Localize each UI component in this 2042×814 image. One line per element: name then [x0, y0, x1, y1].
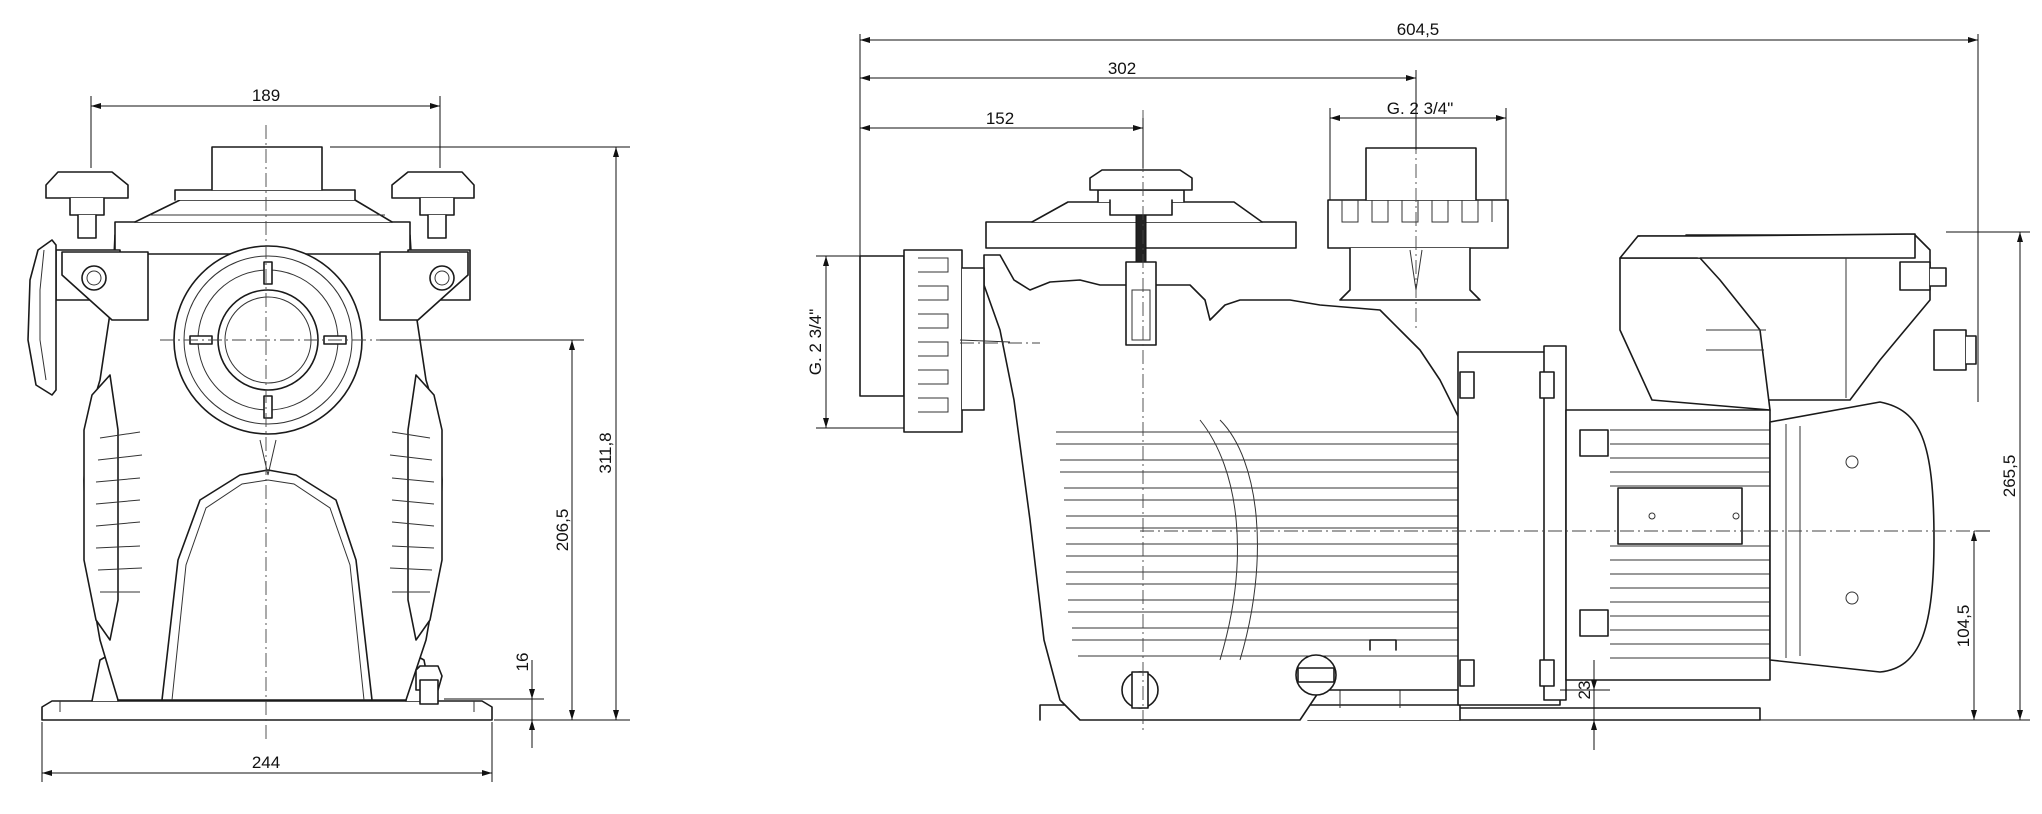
- side-view: 604,5 302 152 G. 2 3/4" G. 2 3/4" 265,5 …: [806, 20, 2030, 750]
- dim-side-total-height: 265,5: [2000, 455, 2019, 498]
- dim-front-width-base: 244: [252, 753, 280, 772]
- dim-side-lid-offset: 152: [986, 109, 1014, 128]
- dim-side-foot-height: 23: [1575, 681, 1594, 700]
- front-view: 189 244 311,8 206,5 16: [27, 86, 630, 782]
- dim-front-inlet-height: 206,5: [553, 509, 572, 552]
- dim-side-inlet-thread: G. 2 3/4": [806, 309, 825, 376]
- dim-front-foot-height: 16: [513, 653, 532, 672]
- dim-side-outlet-offset: 302: [1108, 59, 1136, 78]
- dim-side-outlet-thread: G. 2 3/4": [1387, 99, 1454, 118]
- dim-front-width-top: 189: [252, 86, 280, 105]
- dim-front-total-height: 311,8: [596, 432, 615, 473]
- dim-side-axis-height: 104,5: [1954, 605, 1973, 648]
- dim-side-total-length: 604,5: [1397, 20, 1440, 39]
